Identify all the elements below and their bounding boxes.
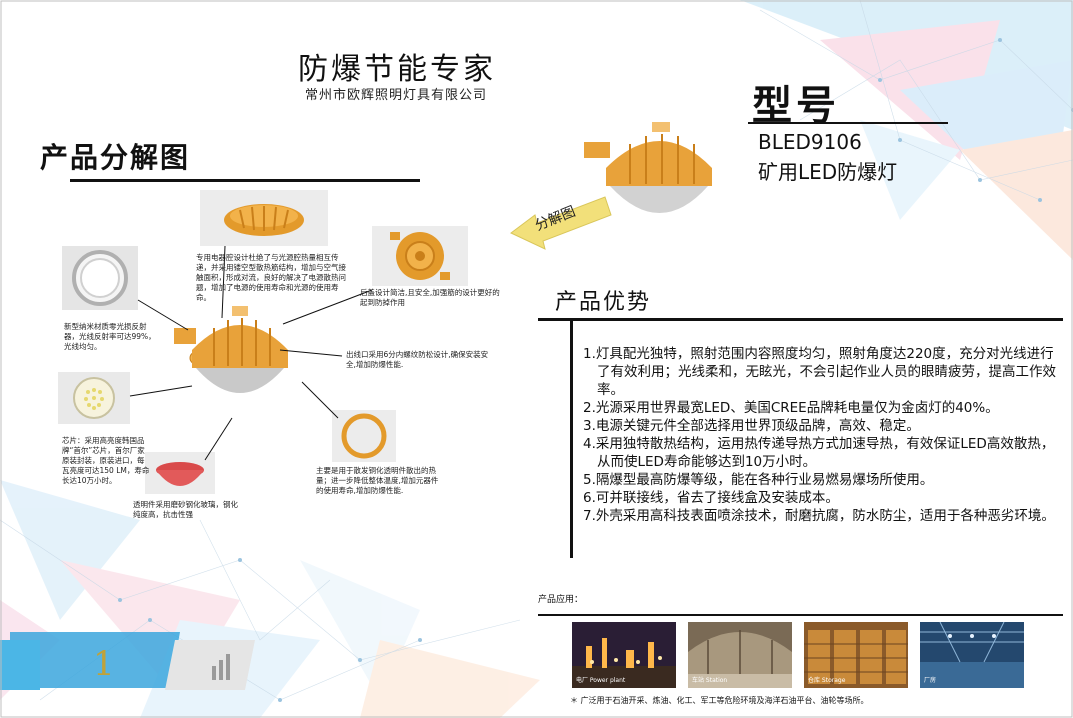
applications-divider (538, 614, 1063, 616)
advantages-title: 产品优势 (555, 290, 652, 315)
advantage-item: 1.灯具配光独特，照射范围内容照度均匀，照射角度达220度，充分对光线进行了有效… (583, 346, 1056, 398)
callout-glass: 透明件采用磨砂钢化玻璃，钢化纯度高，抗击性强 (133, 500, 238, 519)
model-divider (748, 122, 948, 124)
application-image-station: 车站 Station (688, 622, 792, 688)
applications-label: 产品应用： (538, 595, 584, 605)
advantages-list: 1.灯具配光独特，照射范围内容照度均匀，照射角度达220度，充分对光线进行了有效… (583, 345, 1058, 525)
application-caption: 电厂 Power plant (576, 677, 626, 684)
callout-back-cover: 后盖设计简洁,且安全,加强筋的设计更好的起到防掉作用 (360, 288, 500, 307)
callout-outlet: 出线口采用6分内螺纹防松设计,确保安装安全,增加防爆性能. (346, 350, 489, 369)
application-image-factory: 厂房 (920, 621, 1024, 688)
model-name: 矿用LED防爆灯 (758, 160, 898, 184)
application-caption: 车站 Station (692, 677, 728, 684)
led-chip-image (58, 372, 130, 424)
advantage-item: 7.外壳采用高科技表面喷涂技术，耐磨抗腐，防水防尘，适用于各种恶劣环境。 (583, 508, 1055, 524)
callout-housing: 专用电器腔设计杜绝了与光源腔热量相互传递，并采用镂空型散热筋结构，增加与空气接触… (196, 253, 346, 302)
model-title: 型号 (752, 83, 840, 129)
exploded-view-title: 产品分解图 (40, 141, 191, 174)
lamp-exploded-main-image (174, 306, 288, 393)
callout-reflector: 新型纳米材质零光损反射器，光线反射率可达99%，光线均匀。 (64, 322, 156, 351)
brand-title: 防爆节能专家 (298, 52, 496, 87)
page-number: 1 (93, 644, 115, 684)
advantage-item: 2.光源采用世界最宽LED、美国CREE品牌耗电量仅为金卤灯的40%。 (583, 400, 999, 416)
application-image-power-plant: 电厂 Power plant (572, 622, 676, 688)
lamp-product-image (584, 122, 712, 213)
model-code: BLED9106 (758, 130, 862, 154)
application-caption: 厂房 (924, 677, 937, 684)
chart-icon (212, 654, 230, 680)
reflector-image (62, 246, 138, 310)
advantage-item: 5.隔爆型最高防爆等级，能在各种行业易燃易爆场所使用。 (583, 472, 934, 488)
back-cover-image (372, 226, 468, 286)
callout-chip: 芯片：采用高亮度韩国品牌“首尔”芯片，首尔厂家原装封装，原装进口，每瓦亮度可达1… (62, 436, 150, 485)
company-name: 常州市欧辉照明灯具有限公司 (305, 88, 488, 103)
application-caption: 仓库 Storage (808, 677, 846, 684)
applications-note: ＊ 广泛用于石油开采、炼油、化工、军工等危险环境及海洋石油平台、油轮等场所。 (570, 696, 869, 705)
advantage-item: 6.可并联接线，省去了接线盒及安装成本。 (583, 490, 839, 506)
advantage-item: 4.采用独特散热结构，运用热传递导热方式加速导热，有效保证LED高效散热，从而使… (583, 436, 1055, 470)
exploded-arrow (510, 196, 612, 250)
advantages-divider-vertical (570, 318, 573, 558)
cooling-ring-image (332, 410, 396, 462)
advantages-divider-horizontal (538, 318, 1063, 321)
application-image-storage: 仓库 Storage (804, 622, 908, 688)
housing-image (200, 190, 328, 246)
callout-leader-lines (129, 245, 373, 461)
section-divider (70, 179, 420, 182)
glass-cover-image (145, 452, 215, 494)
advantage-item: 3.电源关键元件全部选择用世界顶级品牌，高效、稳定。 (583, 418, 920, 434)
callout-ring: 主要是用于散发铜化透明件散出的热量；进一步降低整体温度,增加元器件的使用寿命,增… (316, 466, 439, 495)
